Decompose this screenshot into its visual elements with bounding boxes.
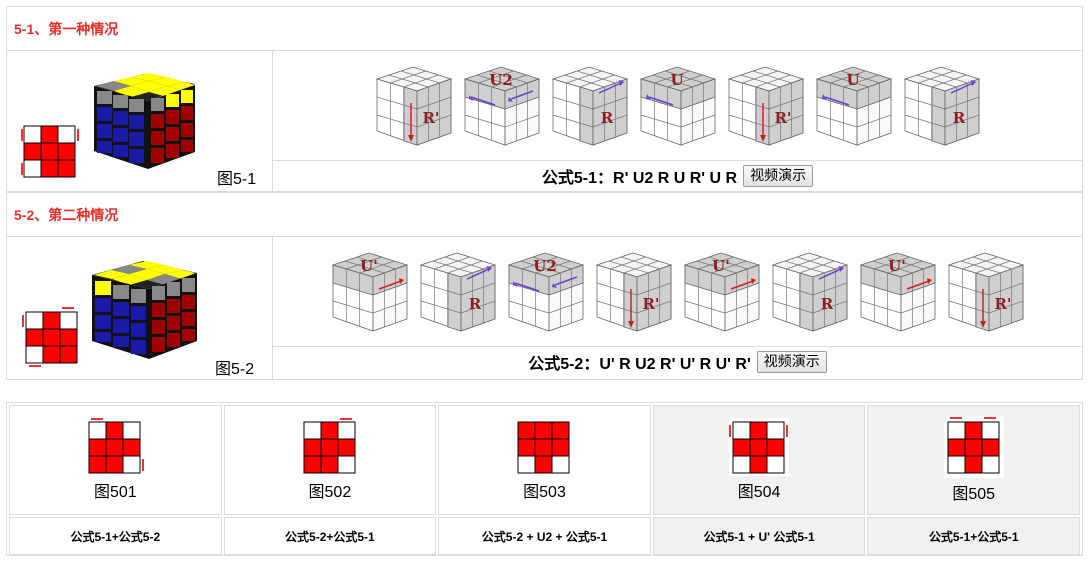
move-step-2-3: R': [593, 249, 675, 335]
move-2-4-label: U': [712, 257, 730, 275]
case-502-label: 图502: [308, 484, 352, 501]
move-step-2-1: R: [417, 249, 499, 335]
move-1-5-cube: U: [815, 66, 892, 146]
move-1-2-cube: R: [551, 66, 628, 146]
move-1-6-cube: R: [903, 66, 980, 146]
move-step-1-0: R': [373, 63, 455, 149]
move-2-6-label: U': [888, 257, 906, 275]
move-step-1-2: R: [549, 63, 631, 149]
move-2-2-label: U2: [533, 257, 557, 275]
cases-table: 图501 图502 图503 图504: [6, 402, 1083, 556]
move-2-3-cube: R': [595, 252, 672, 332]
figure-5-1-label: 图5-1: [217, 171, 257, 188]
move-1-0-label: R': [422, 109, 439, 127]
formula-5-2-text: 公式5-2：U' R U2 R' U' R U' R': [528, 356, 751, 373]
case-503-diagram: [517, 421, 570, 474]
figure-5-1: 图5-1: [7, 51, 273, 191]
video-demo-button-5-1[interactable]: 视频演示: [743, 165, 814, 187]
move-step-2-5: R: [769, 249, 851, 335]
figure-5-2-label: 图5-2: [215, 361, 255, 378]
move-1-6-label: R: [952, 109, 965, 127]
move-2-1-cube: R: [419, 252, 496, 332]
case-501-formula: 公式5-1+公式5-2: [9, 517, 222, 555]
case-504-diagram: [729, 418, 790, 476]
move-2-4-cube: U': [683, 252, 760, 332]
figure-5-2: 图5-2: [7, 237, 273, 379]
move-step-2-0: U': [329, 249, 411, 335]
formula-5-2: 公式5-2：U' R U2 R' U' R U' R' 视频演示: [273, 347, 1082, 377]
case-505-diagram: [943, 416, 1004, 478]
move-1-4-label: R': [774, 109, 791, 127]
move-1-1-label: U2: [489, 71, 513, 89]
move-step-1-1: U2: [461, 63, 543, 149]
case-504-label: 图504: [737, 484, 781, 501]
move-2-1-label: R: [468, 295, 481, 313]
move-step-1-4: R': [725, 63, 807, 149]
case-503-label: 图503: [523, 484, 566, 501]
cube-image-5-1: [94, 73, 195, 169]
top-layer-diagram-5-1: [21, 125, 79, 178]
move-step-1-6: R: [901, 63, 983, 149]
formula-5-1: 公式5-1：R' U2 R U R' U R 视频演示: [273, 161, 1082, 191]
section-5-2-title: 5-2、第二种情况: [7, 193, 1082, 237]
move-step-1-3: U: [637, 63, 719, 149]
move-1-5-label: U: [846, 71, 859, 89]
case-505-formula: 公式5-1+公式5-1: [867, 517, 1080, 555]
formula-5-1-text: 公式5-1：R' U2 R U R' U R: [541, 170, 738, 187]
move-2-0-cube: U': [331, 252, 408, 332]
case-505: 图505: [867, 405, 1080, 515]
case-502: 图502: [223, 405, 437, 515]
case-502-formula: 公式5-2+公式5-1: [223, 517, 437, 555]
case-501-label: 图501: [93, 484, 137, 501]
cube-image-5-2: [92, 261, 197, 359]
case-504: 图504: [652, 405, 866, 515]
move-step-2-7: R': [945, 249, 1027, 335]
video-demo-button-5-2[interactable]: 视频演示: [756, 351, 827, 373]
move-2-7-label: R': [994, 295, 1011, 313]
case-501: 图501: [9, 405, 222, 515]
move-1-3-cube: U: [639, 66, 716, 146]
move-1-1-cube: U2: [463, 66, 540, 146]
move-step-1-5: U: [813, 63, 895, 149]
move-2-7-cube: R': [947, 252, 1024, 332]
move-2-6-cube: U': [859, 252, 936, 332]
case-503-formula: 公式5-2 + U2 + 公式5-1: [438, 517, 651, 555]
move-1-4-cube: R': [727, 66, 804, 146]
case-504-formula: 公式5-1 + U' 公式5-1: [652, 517, 866, 555]
top-layer-diagram-5-2: [22, 307, 78, 367]
section-5-2: 5-2、第二种情况: [6, 192, 1083, 380]
move-1-2-label: R: [600, 109, 613, 127]
move-step-2-4: U': [681, 249, 763, 335]
move-step-2-2: U2: [505, 249, 587, 335]
move-2-0-label: U': [360, 257, 378, 275]
section-5-1-title: 5-1、第一种情况: [7, 7, 1082, 51]
section-5-1: 5-1、第一种情况: [6, 6, 1083, 192]
move-1-3-label: U: [670, 71, 683, 89]
move-step-2-6: U': [857, 249, 939, 335]
case-503: 图503: [438, 405, 651, 515]
case-502-diagram: [303, 418, 356, 474]
move-1-0-cube: R': [375, 66, 452, 146]
move-2-5-label: R: [820, 295, 833, 313]
case-501-diagram: [88, 418, 145, 474]
move-2-5-cube: R: [771, 252, 848, 332]
move-2-3-label: R': [642, 295, 659, 313]
move-2-2-cube: U2: [507, 252, 584, 332]
case-505-label: 图505: [952, 486, 996, 503]
